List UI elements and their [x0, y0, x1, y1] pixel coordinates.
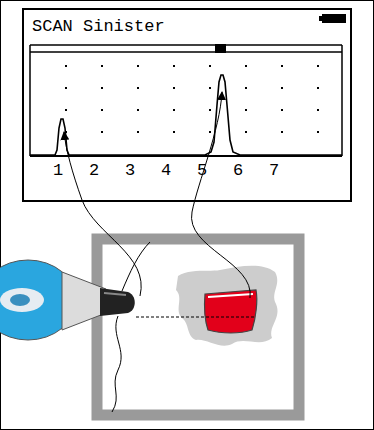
grid-dot [209, 87, 211, 89]
grid-dot [137, 87, 139, 89]
grid-dot [173, 131, 175, 133]
grid-dot [65, 87, 67, 89]
screen-title: SCAN Sinister [32, 17, 165, 37]
grid-dot [173, 65, 175, 67]
battery-tip [319, 16, 322, 21]
plot-right-line [341, 45, 343, 156]
beam-line [136, 317, 256, 318]
grid-dot [137, 109, 139, 111]
fluid-level [204, 290, 256, 333]
grid-dot [281, 87, 283, 89]
grid-dot [65, 65, 67, 67]
sinus-cavity [176, 266, 278, 346]
grid-dot [245, 131, 247, 133]
grid-dot [137, 65, 139, 67]
grid-dot [173, 109, 175, 111]
axis-number: 5 [197, 162, 207, 180]
grid-dot [101, 65, 103, 67]
grid-dot [281, 65, 283, 67]
plot-baseline [30, 155, 342, 157]
axis-number: 4 [161, 162, 171, 180]
echo-arrow [192, 92, 251, 298]
probe-body [62, 272, 106, 330]
echo-trace [30, 75, 342, 155]
grid-dots [65, 65, 319, 133]
echo-arrow [64, 132, 141, 296]
grid-dot [65, 109, 67, 111]
grid-dot [317, 65, 319, 67]
grid-dot [245, 87, 247, 89]
grid-dot [281, 109, 283, 111]
grid-dot [101, 87, 103, 89]
probe-ring [0, 288, 44, 312]
grid-dot [245, 65, 247, 67]
axis-number: 7 [269, 162, 279, 180]
grid-dot [245, 109, 247, 111]
battery-icon [322, 14, 346, 23]
axis-number: 6 [233, 162, 243, 180]
probe-highlight [104, 293, 126, 295]
grid-dot [209, 65, 211, 67]
grid-dot [317, 131, 319, 133]
head-frame [97, 239, 299, 415]
grid-dot [209, 109, 211, 111]
screen-box: SCAN Sinister [22, 8, 352, 202]
axis-number: 2 [89, 162, 99, 180]
fluid-surface [208, 294, 253, 297]
grid-dot [173, 87, 175, 89]
grid-dot [317, 109, 319, 111]
grid-dot [209, 131, 211, 133]
grid-dot [137, 131, 139, 133]
axis-number: 3 [125, 162, 135, 180]
axis-number: 1 [53, 162, 63, 180]
gate-marker [215, 44, 226, 53]
probe-tip [100, 288, 135, 316]
plot-top-line [30, 44, 342, 46]
grid-dot [317, 87, 319, 89]
probe-cable [112, 316, 121, 412]
probe-ring [10, 294, 30, 306]
plot-left-line [29, 45, 31, 156]
grid-dot [281, 131, 283, 133]
grid-dot [101, 109, 103, 111]
grid-dot [101, 131, 103, 133]
plot-top-line [30, 51, 342, 53]
